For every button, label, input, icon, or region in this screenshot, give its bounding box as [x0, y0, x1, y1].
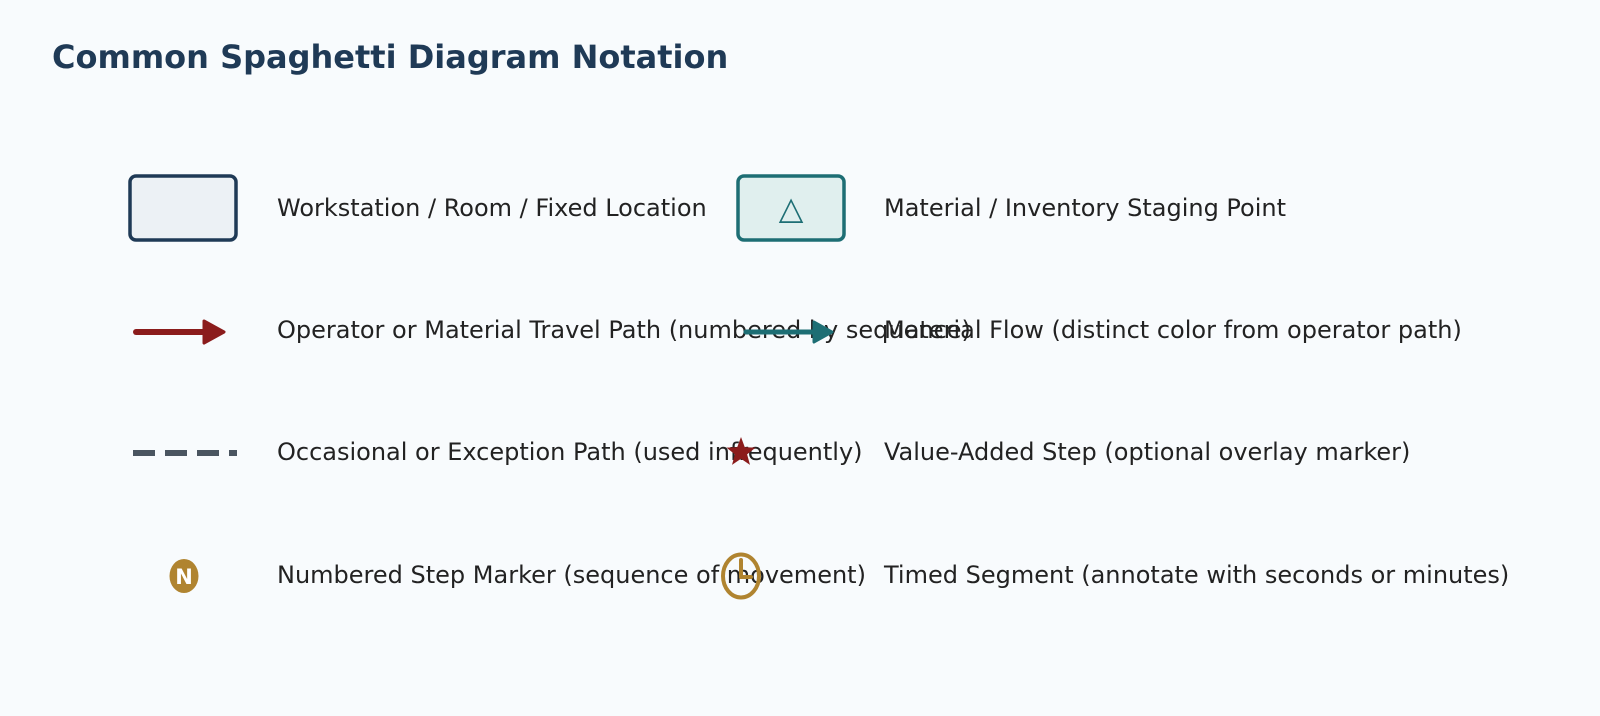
legend-item-travel-path: Operator or Material Travel Path (number…: [0, 0, 971, 345]
timer-clock-icon: [721, 552, 761, 600]
legend-label-workstation: Workstation / Room / Fixed Location: [277, 194, 707, 222]
legend-label-value-added: Value-Added Step (optional overlay marke…: [884, 438, 1411, 466]
legend-item-staging-point: △ Material / Inventory Staging Point: [0, 0, 1286, 242]
legend-label-staging-point: Material / Inventory Staging Point: [884, 194, 1287, 222]
staging-point-symbol: △: [779, 189, 804, 227]
legend-item-value-added: Value-Added Step (optional overlay marke…: [0, 0, 1410, 466]
legend-label-timed-segment: Timed Segment (annotate with seconds or …: [884, 561, 1510, 589]
travel-path-arrow-icon: [133, 319, 226, 345]
page-title: Common Spaghetti Diagram Notation: [52, 38, 729, 76]
step-marker-circle-icon: N: [169, 559, 199, 593]
legend-label-travel-path: Operator or Material Travel Path (number…: [277, 316, 971, 344]
legend-label-exception-path: Occasional or Exception Path (used infre…: [277, 438, 863, 466]
legend-item-step-marker: N Numbered Step Marker (sequence of move…: [0, 0, 866, 593]
legend-item-workstation: Workstation / Room / Fixed Location: [0, 0, 707, 242]
legend-item-timed-segment: Timed Segment (annotate with seconds or …: [0, 0, 1509, 600]
material-flow-arrow-icon: [743, 320, 834, 344]
legend-label-step-marker: Numbered Step Marker (sequence of moveme…: [277, 561, 866, 589]
step-marker-letter: N: [175, 565, 193, 589]
value-added-star-icon: [726, 437, 756, 465]
legend-label-material-flow: Material Flow (distinct color from opera…: [884, 316, 1462, 344]
staging-point-triangle-icon: △: [736, 174, 846, 242]
legend-item-material-flow: Material Flow (distinct color from opera…: [0, 0, 1462, 344]
legend-item-exception-path: Occasional or Exception Path (used infre…: [0, 0, 863, 466]
workstation-box-icon: [128, 174, 238, 242]
exception-path-dashed-icon: [133, 450, 237, 456]
